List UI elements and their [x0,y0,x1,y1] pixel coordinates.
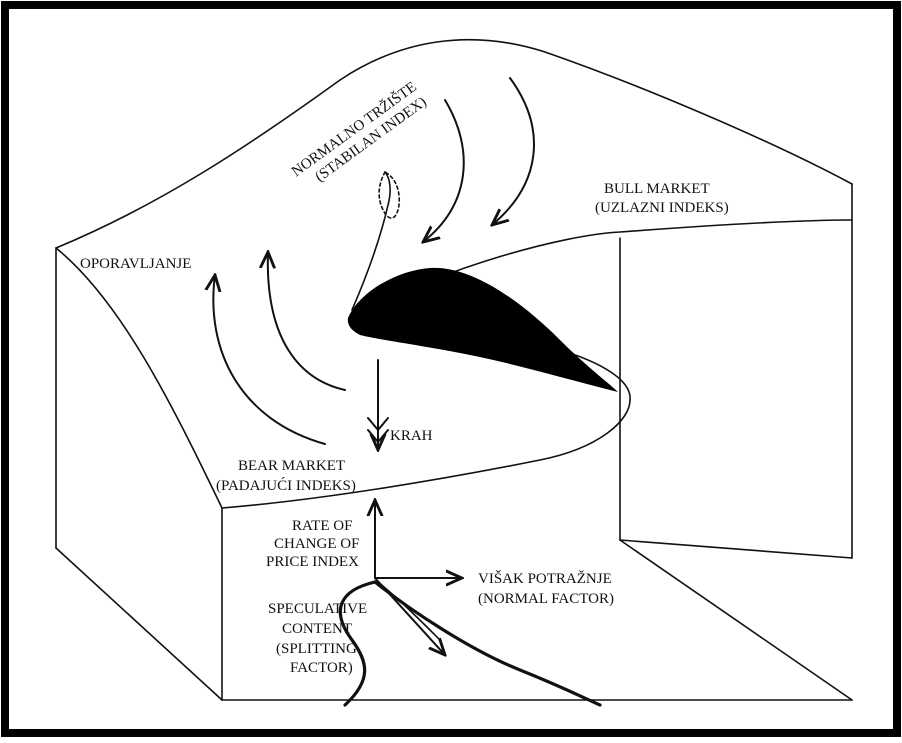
box-back-bottom-edge [619,539,853,701]
speculative-line1: SPECULATIVE [268,601,367,617]
normal-market-line1: NORMALNO TRŽIŠTE [288,78,419,180]
box-bottom-front-edge [55,547,223,701]
bull-market-line1: BULL MARKET [604,181,710,197]
cusp-projection-right [373,580,602,707]
speculative-line4: FACTOR) [290,660,353,676]
bear-market-line1: BEAR MARKET [238,458,345,474]
rate-of-change-line3: PRICE INDEX [266,554,359,570]
normal-market-arrow-left [423,99,465,242]
bull-market-line2: (UZLAZNI INDEKS) [595,200,729,216]
normal-market-label: NORMALNO TRŽIŠTE (STABILAN INDEX) [288,78,429,185]
surface-front-edge [221,399,631,509]
bear-market-line2: (PADAJUĆI INDEKS) [216,477,356,494]
crash-arrow-chevron-1 [367,417,389,432]
speculative-line3: (SPLITTING [276,641,357,657]
recovery-arrow-outer [213,275,326,445]
excess-demand-line1: VIŠAK POTRAŽNJE [478,570,612,587]
cusp-projection-left [338,580,377,707]
rate-of-change-line2: CHANGE OF [274,536,359,552]
surface-top-edge [55,38,853,249]
cusp-upper-line [351,171,391,311]
excess-demand-line2: (NORMAL FACTOR) [478,591,614,607]
speculative-line2: CONTENT [282,621,352,637]
crash-arrow-chevron-2 [367,429,389,444]
fold-shaded-region [347,267,618,392]
recovery-arrow-inner [268,252,346,391]
box-back-right-bottom [619,539,853,559]
surface-left-front-edge [55,247,223,509]
rate-of-change-line1: RATE OF [292,518,352,534]
normal-market-arrow-right [492,77,535,225]
crash-label: KRAH [390,428,433,444]
cusp-loop [378,171,401,219]
cusp-projection-inner [377,581,441,641]
recovery-label: OPORAVLJANJE [80,256,191,272]
